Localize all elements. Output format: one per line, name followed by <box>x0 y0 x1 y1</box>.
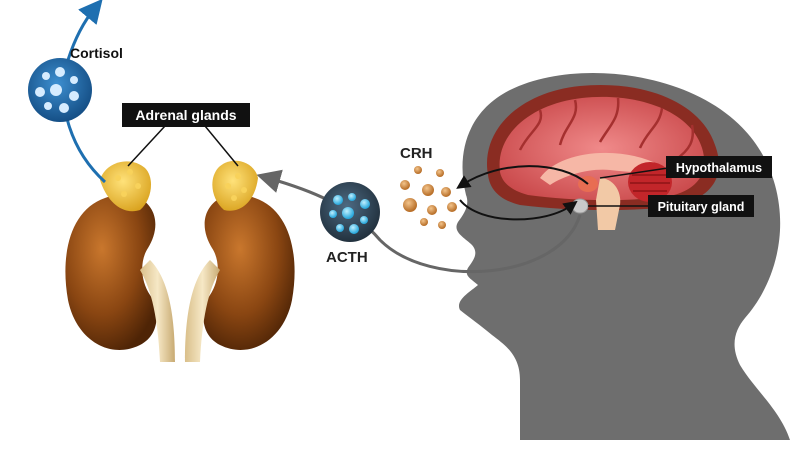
left-kidney <box>65 194 175 362</box>
pituitary-gland-shape <box>571 198 589 214</box>
right-adrenal-gland <box>212 160 258 211</box>
acth-label: ACTH <box>326 249 368 266</box>
adrenal-glands-label-box: Adrenal glands <box>122 103 250 127</box>
hypothalamus-label-box: Hypothalamus <box>666 156 772 178</box>
cortisol-molecule-circle <box>28 58 92 122</box>
acth-molecule-circle <box>320 182 380 242</box>
brain <box>486 84 719 230</box>
crh-label: CRH <box>400 145 433 162</box>
hypothalamus-leader <box>599 167 669 179</box>
crh-to-pituitary-arrow <box>459 199 578 221</box>
adrenal-leader-right <box>204 125 239 167</box>
pituitary-gland-label: Pituitary gland <box>658 200 745 214</box>
cortisol-label: Cortisol <box>70 45 123 61</box>
adrenal-glands-label: Adrenal glands <box>135 107 236 123</box>
crh-arrow <box>456 165 589 189</box>
right-kidney <box>185 194 295 362</box>
crh-molecules <box>400 166 457 229</box>
acth-arrow <box>256 169 582 274</box>
pituitary-gland-label-box: Pituitary gland <box>648 195 754 217</box>
left-adrenal-gland <box>100 161 152 212</box>
hypothalamus-label: Hypothalamus <box>676 161 762 175</box>
adrenal-leader-left <box>127 125 166 167</box>
